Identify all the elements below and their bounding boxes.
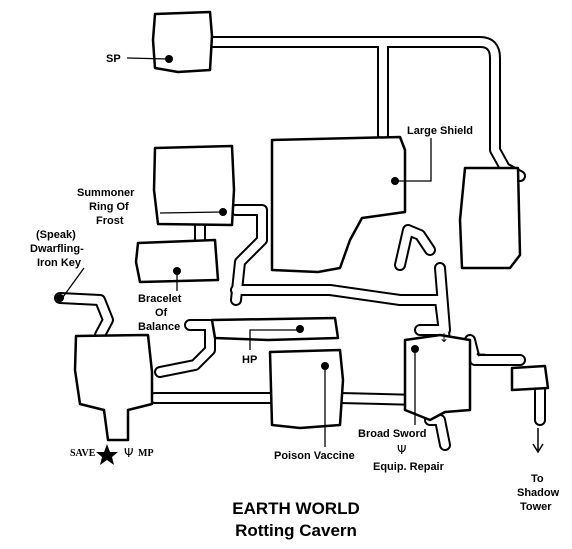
marker-hp [296,325,304,333]
markers [56,55,419,370]
label-dwarfling-1: (Speak) [36,229,76,241]
label-hp: HP [242,354,257,366]
label-exit-2: Shadow [517,487,560,499]
rooms [73,10,550,442]
label-summoner-2: Ring Of [89,201,129,213]
map-title: EARTH WORLD [232,499,359,518]
corridor-interiors [56,38,544,449]
label-dwarfling-3: Iron Key [37,257,82,269]
exits: ↓ ← [439,331,544,454]
label-sp: SP [106,53,121,65]
room-sp [151,10,214,74]
label-summoner-3: Frost [96,215,124,227]
label-equip-repair: Equip. Repair [373,461,445,473]
room-right-tall [458,166,522,270]
room-right-small [510,364,550,392]
marker-poison-vaccine [321,362,329,370]
label-exit-1: To [531,473,544,485]
room-large-shield [270,135,407,274]
room-hp [210,316,340,342]
map-subtitle: Rotting Cavern [235,521,357,540]
room-save [73,333,154,442]
psi-icon-repair: Ψ [397,443,406,457]
marker-sp [165,55,173,63]
label-bracelet-1: Bracelet [138,293,182,305]
psi-icon: Ψ [124,446,133,460]
label-summoner-1: Summoner [77,187,135,199]
label-mp: MP [138,448,154,459]
labels: SP Large Shield Summoner Ring Of Frost (… [30,53,560,513]
marker-summoner-ring [219,208,227,216]
label-dwarfling-2: Dwarfling- [30,243,84,255]
exit-arrow-icon [532,428,544,454]
label-bracelet-2: Of [155,307,168,319]
label-broad-sword: Broad Sword [358,428,426,440]
star-icon [96,444,118,465]
label-save: SAVE [70,448,96,459]
room-broad-sword [403,333,472,422]
room-bracelet [134,238,220,284]
room-poison [268,348,345,430]
marker-bracelet [173,267,181,275]
label-large-shield: Large Shield [407,125,473,137]
leaders [62,57,432,447]
room-summoner [152,144,236,227]
left-arrow-icon: ← [476,347,486,361]
label-poison-vaccine: Poison Vaccine [274,450,355,462]
down-arrow-icon: ↓ [439,331,449,345]
marker-dwarfling-key [56,294,64,302]
label-exit-3: Tower [520,501,552,513]
label-bracelet-3: Balance [138,321,180,333]
